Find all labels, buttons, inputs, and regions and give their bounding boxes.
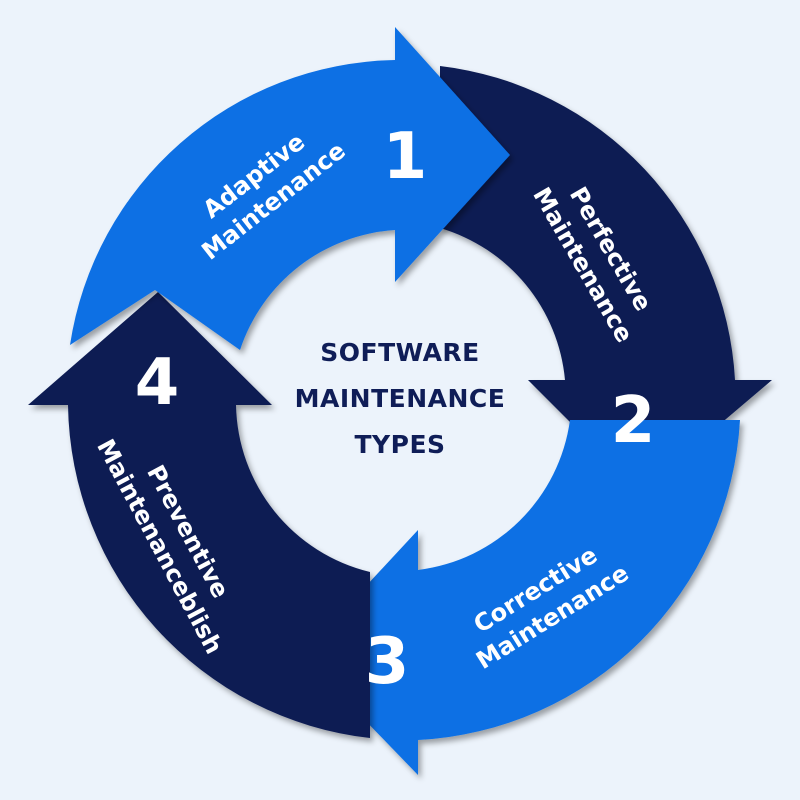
step-number-3: 3 [365, 625, 410, 699]
arrow-shape-adaptive [70, 27, 510, 350]
segment-adaptive [70, 27, 510, 350]
center-title-line3: TYPES [354, 430, 446, 459]
arrow-shape-perfective [440, 66, 772, 492]
center-title-line1: SOFTWARE [320, 338, 480, 367]
center-title-line2: MAINTENANCE [294, 384, 506, 413]
step-number-4: 4 [135, 346, 180, 420]
step-number-2: 2 [611, 384, 656, 458]
segment-corrective [302, 420, 740, 775]
arrow-shape-corrective [302, 420, 740, 775]
segment-perfective [440, 66, 772, 492]
segment-preventive [28, 292, 370, 738]
center-title: SOFTWARE MAINTENANCE TYPES [250, 330, 550, 468]
step-number-1: 1 [383, 120, 428, 194]
arrow-shape-preventive [28, 292, 370, 738]
